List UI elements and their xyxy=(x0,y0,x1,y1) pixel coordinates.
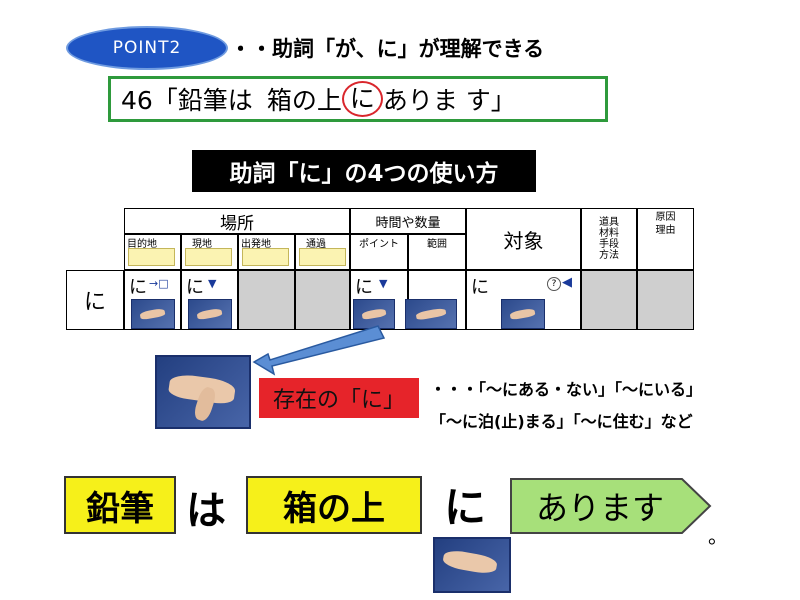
house-icon xyxy=(128,248,175,266)
examples-line-2: 「～に泊(止)まる」「～に住む」など xyxy=(430,412,693,431)
cell-target: に ? ◀ xyxy=(466,270,581,330)
cell-point-ni: に xyxy=(355,277,373,298)
down-triangle-icon: ▼ xyxy=(379,277,388,290)
hand-image xyxy=(353,299,395,329)
block-pencil: 鉛筆 xyxy=(64,476,176,534)
header-tools: 道具 材料 手段 方法 xyxy=(581,208,637,270)
cell-destination-ni: に xyxy=(129,277,147,298)
header-destination-label: 目的地 xyxy=(127,239,157,250)
circled-particle: に xyxy=(341,81,383,117)
header-departure-label: 出発地 xyxy=(241,239,271,250)
header-time-quantity: 時間や数量 xyxy=(350,208,466,234)
row-label-ni: に xyxy=(66,270,124,330)
hand-image xyxy=(131,299,175,329)
cell-point: に ▼ xyxy=(350,270,408,330)
hand-image-small xyxy=(433,537,511,593)
verb-arimasu: あります xyxy=(535,489,664,527)
cell-cause xyxy=(637,270,694,330)
header-target: 対象 xyxy=(466,208,581,270)
house-icon xyxy=(242,248,289,266)
hand-image xyxy=(188,299,232,329)
hand-image xyxy=(405,299,457,329)
green-arrow-shape xyxy=(510,478,712,534)
cell-destination: に →□ xyxy=(124,270,181,330)
particle-ni: に xyxy=(444,483,487,532)
header-current-location-label: 現地 xyxy=(192,239,212,250)
existence-label: 存在の「に」 xyxy=(259,378,419,418)
hand-image-large xyxy=(155,355,251,429)
question-icon: ? xyxy=(547,277,561,291)
point-caption: ・・助詞「が、に」が理解できる xyxy=(230,37,545,61)
usage-table: 場所 目的地 現地 出発地 通過 時間や数量 ポイント 範囲 対象 道具 材料 … xyxy=(66,208,694,330)
examples-line-1: ・・・「～にある・ない」「～にいる」 xyxy=(430,380,703,399)
cell-tools xyxy=(581,270,637,330)
down-triangle-icon: ▼ xyxy=(208,277,217,290)
header-passing-label: 通過 xyxy=(306,239,326,250)
header-departure: 出発地 xyxy=(238,234,295,270)
cell-departure xyxy=(238,270,295,330)
header-passing: 通過 xyxy=(295,234,350,270)
usage-title: 助詞「に」の4つの使い方 xyxy=(192,150,536,192)
cell-current-location: に ▼ xyxy=(181,270,238,330)
header-range: 範囲 xyxy=(408,234,466,270)
cell-passing xyxy=(295,270,350,330)
sentence-part-subject: 46「鉛筆は xyxy=(121,86,253,115)
sentence-part-location: 箱の上 xyxy=(266,86,342,115)
header-place: 場所 xyxy=(124,208,350,234)
sentence-period: 。 xyxy=(708,524,728,548)
arrow-right-icon: →□ xyxy=(149,277,169,290)
pointer-arrow-icon xyxy=(252,325,386,376)
point-badge: POINT2 xyxy=(66,26,228,70)
cell-range xyxy=(405,270,466,330)
location-icon xyxy=(185,248,232,266)
header-current-location: 現地 xyxy=(181,234,238,270)
header-destination: 目的地 xyxy=(124,234,181,270)
header-point: ポイント xyxy=(350,234,408,270)
particle-wa: は xyxy=(186,488,226,534)
left-triangle-icon: ◀ xyxy=(562,275,572,290)
cell-current-location-ni: に xyxy=(186,277,204,298)
block-box-top: 箱の上 xyxy=(246,476,422,534)
hand-image xyxy=(501,299,545,329)
example-sentence-box: 46「鉛筆は 箱の上 に ありま す」 xyxy=(108,76,608,122)
tunnel-icon xyxy=(299,248,346,266)
header-cause: 原因 理由 xyxy=(637,208,694,270)
cell-target-ni: に xyxy=(471,277,489,298)
sentence-part-end: ありま す」 xyxy=(382,86,516,115)
